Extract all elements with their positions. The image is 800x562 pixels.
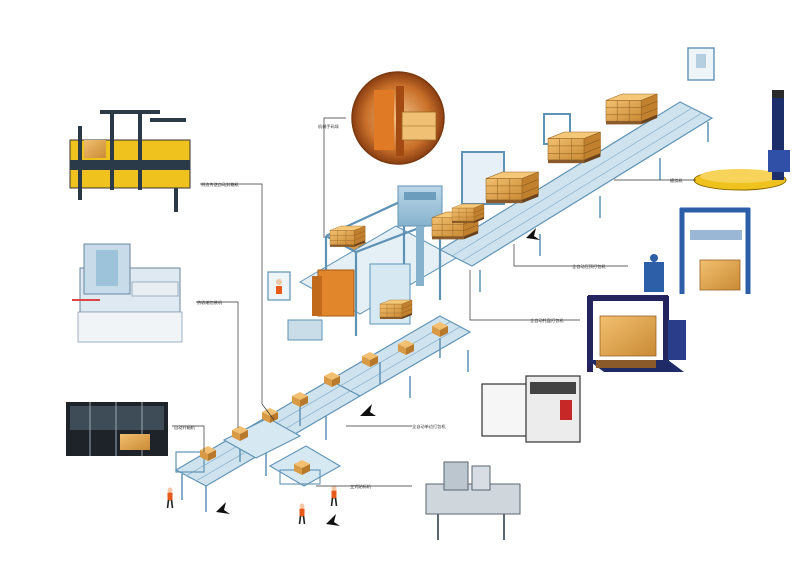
leader-lines [172, 117, 696, 487]
case-sealer-machine [69, 110, 191, 212]
shrink-wrapper-machine [72, 243, 183, 343]
pallet-strapper-machine [587, 295, 686, 372]
operator-panel [267, 271, 291, 301]
single-strapper-machine [481, 375, 581, 443]
end-gate [687, 47, 715, 81]
label-pallet-strapper: 全自动托盘打包机 [530, 317, 564, 324]
top-press-strapper-machine [644, 207, 751, 294]
arrow-icon [216, 228, 540, 526]
robot-palletizer-cell [287, 185, 458, 341]
label-top-press-strapper: 全自动压顶打包机 [572, 263, 606, 270]
label-shrink-wrapper: 热收缩包装机 [197, 299, 223, 306]
stretch-wrapper-machine [693, 90, 790, 191]
worker-icon [166, 485, 338, 525]
carton-erector-machine [66, 402, 168, 456]
label-texts: 侧边传送自动封箱机 热收缩包装机 自动开箱机 机械手码垛 缠绕机 全自动压顶打包… [174, 123, 683, 490]
labeler-machine [425, 461, 521, 540]
main-conveyor [174, 101, 714, 512]
label-robot-palletizer: 机械手码垛 [318, 123, 340, 130]
robot-photo-inset [351, 71, 445, 165]
label-labeler: 立式贴标机 [350, 483, 372, 490]
label-single-strapper: 全自动单边打包机 [412, 423, 446, 430]
label-carton-erector: 自动开箱机 [174, 424, 196, 431]
label-case-sealer: 侧边传送自动封箱机 [201, 181, 240, 188]
label-stretch-wrapper: 缠绕机 [670, 177, 683, 184]
